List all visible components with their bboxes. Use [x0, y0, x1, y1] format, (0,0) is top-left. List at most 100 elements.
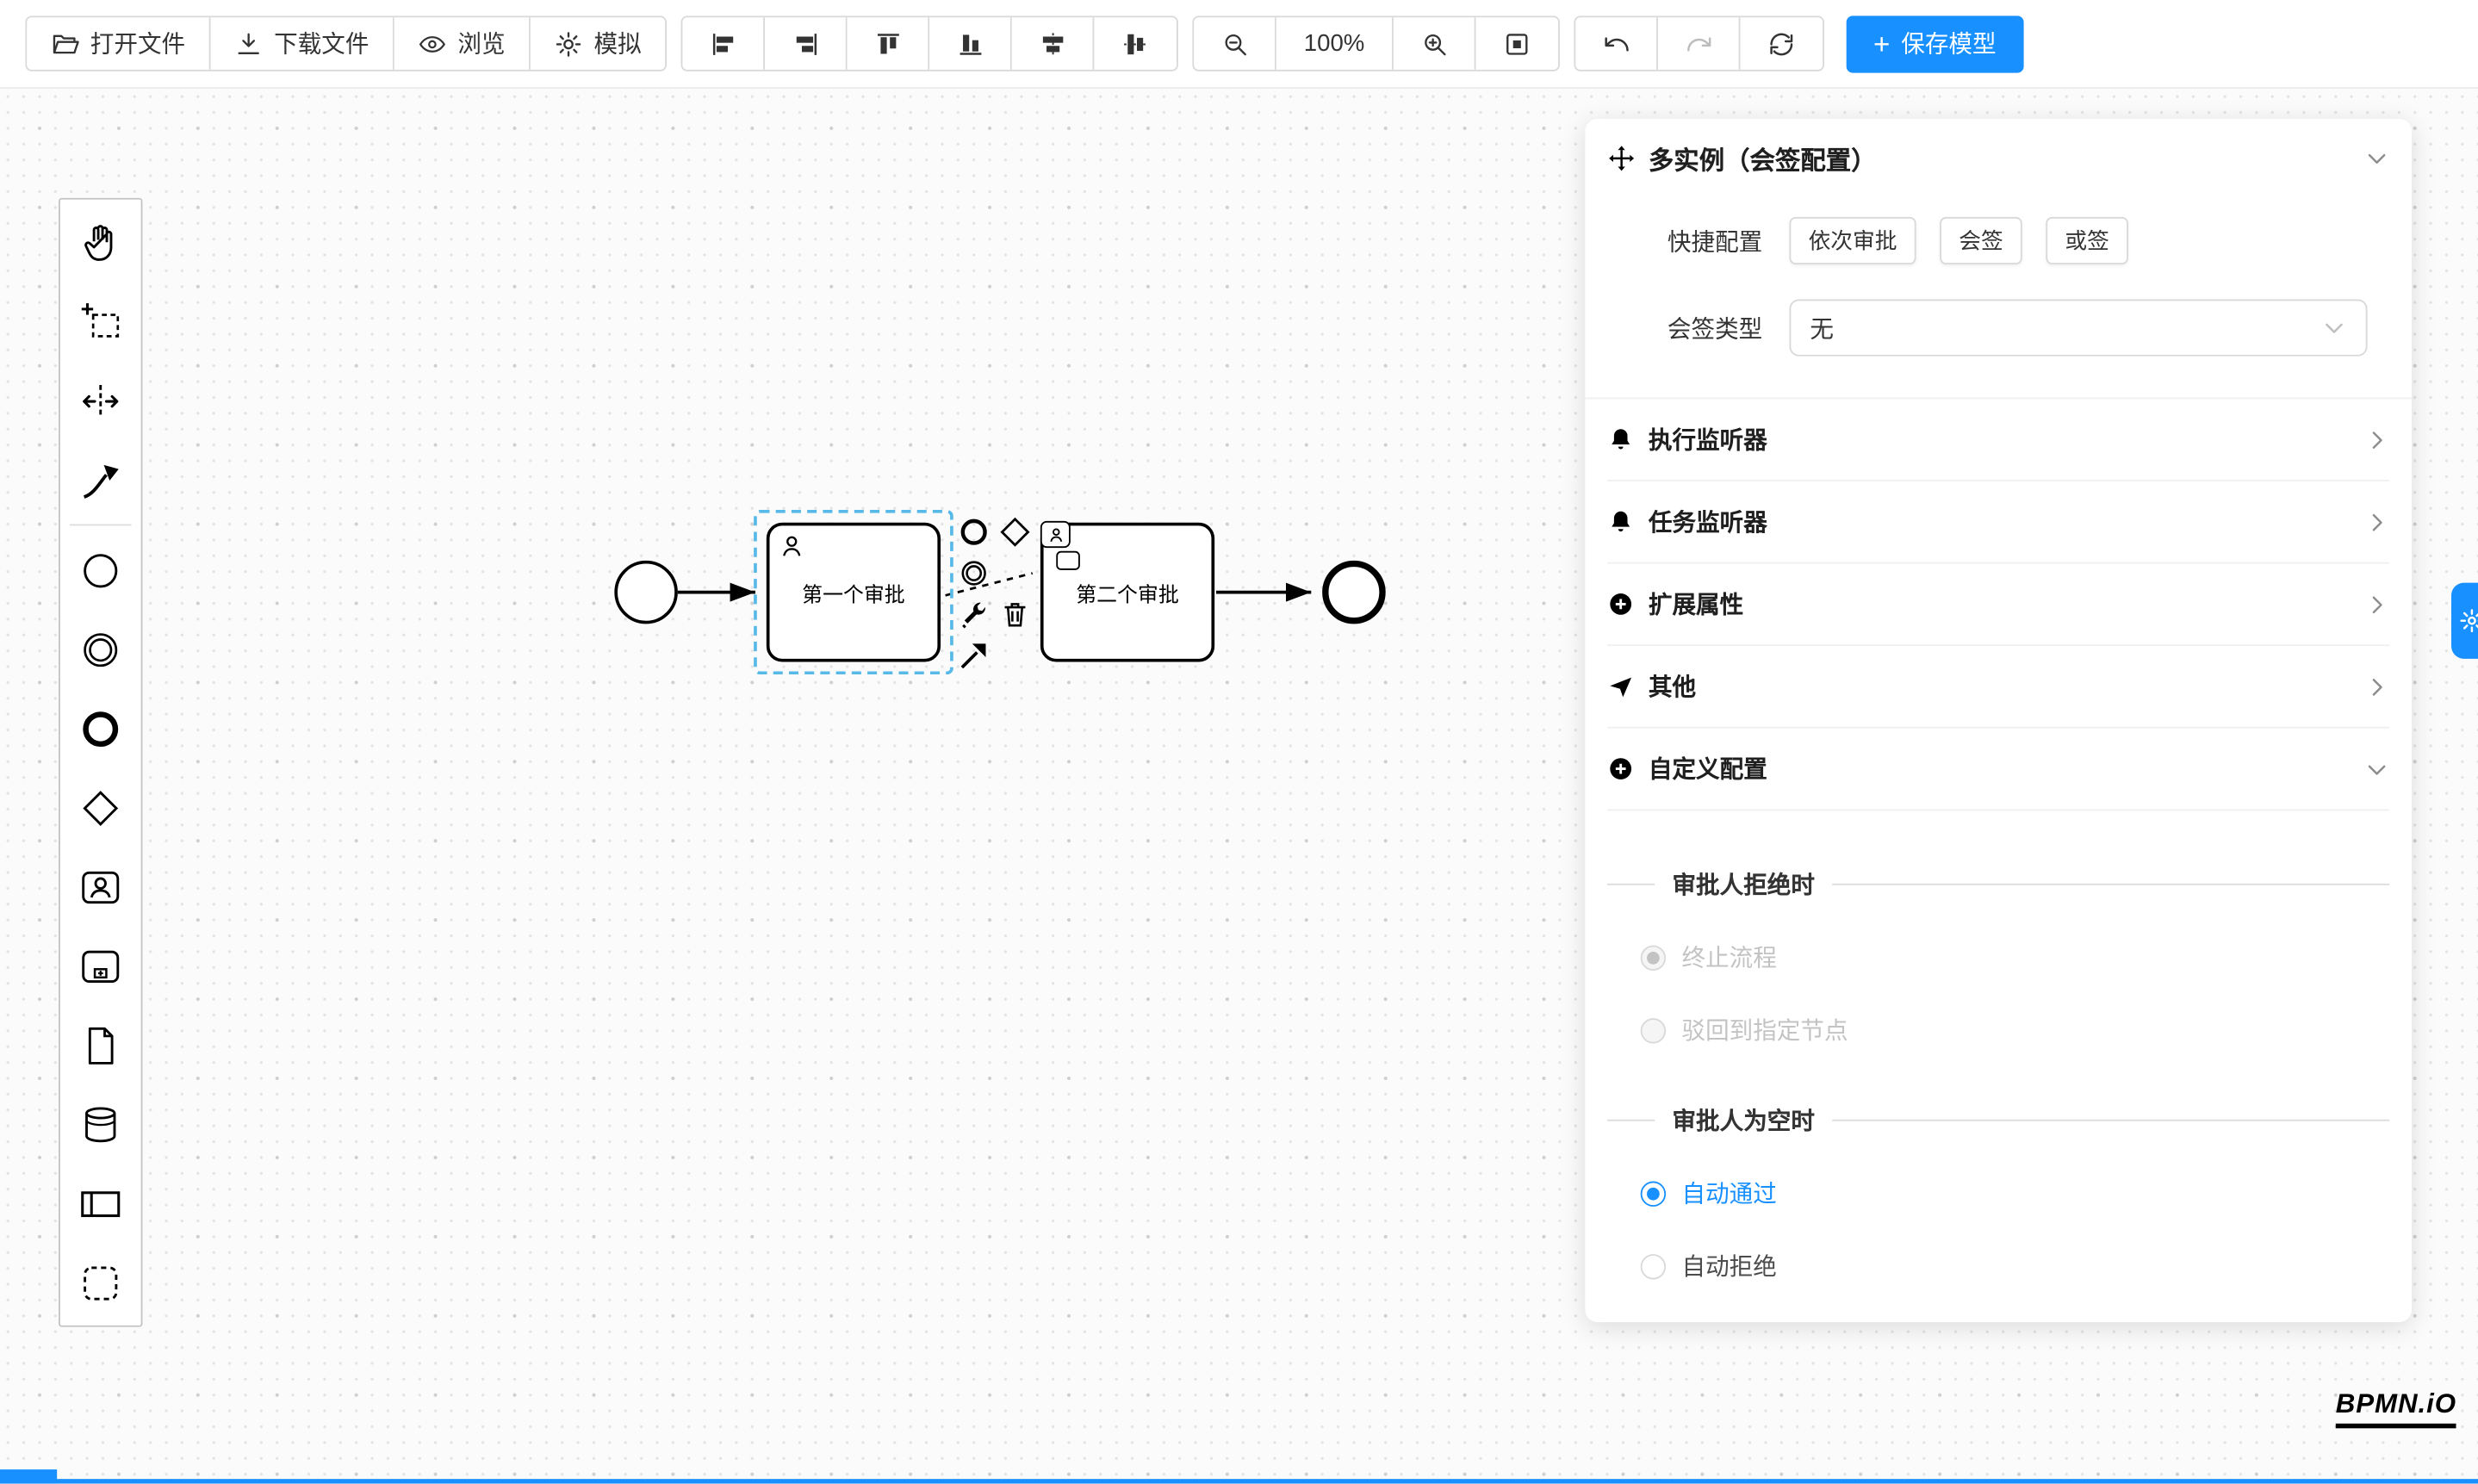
align-top-button[interactable] — [847, 17, 930, 70]
end-event[interactable] — [1322, 560, 1386, 624]
palette-create-intermediate-event[interactable] — [60, 610, 141, 689]
align-center-horizontal-button[interactable] — [1011, 17, 1095, 70]
radio-terminate-process[interactable]: 终止流程 — [1640, 941, 2390, 974]
radio-dot — [1640, 944, 1667, 971]
palette-create-user-task[interactable] — [60, 848, 141, 927]
palette-hand-tool[interactable] — [60, 202, 141, 282]
align-right-button[interactable] — [765, 17, 848, 70]
connect-tool-button[interactable] — [956, 638, 990, 672]
select-chevron-icon — [2326, 323, 2343, 333]
refresh-icon — [1770, 32, 1793, 55]
palette-create-group[interactable] — [60, 1243, 141, 1322]
preview-button[interactable]: 浏览 — [394, 17, 531, 70]
zoom-in-icon — [1424, 34, 1445, 55]
radio-auto-reject[interactable]: 自动拒绝 — [1640, 1250, 2390, 1283]
wrench-icon — [961, 601, 985, 628]
empty-divider-label: 审批人为空时 — [1672, 1108, 1815, 1136]
download-file-button[interactable]: 下载文件 — [210, 17, 394, 70]
history-controls-group — [1574, 16, 1825, 71]
palette-lasso-tool[interactable] — [60, 282, 141, 361]
palette-create-participant[interactable] — [60, 1164, 141, 1243]
radio-dot — [1640, 1253, 1667, 1279]
megaphone-icon — [1610, 677, 1632, 698]
multi-instance-header[interactable]: 多实例（会签配置） — [1607, 119, 2389, 198]
quick-option-countersign[interactable]: 会签 — [1940, 216, 2022, 265]
multi-instance-icon — [1609, 146, 1635, 171]
radio-return-to-node[interactable]: 驳回到指定节点 — [1640, 1014, 2390, 1047]
section-other[interactable]: 其他 — [1607, 646, 2390, 729]
append-intermediate-event-button[interactable] — [956, 556, 990, 589]
section-task-listener[interactable]: 任务监听器 — [1607, 481, 2390, 564]
user-task-first-approval[interactable]: 第一个审批 — [766, 522, 941, 662]
bell-icon — [1612, 429, 1630, 450]
download-file-label: 下载文件 — [274, 31, 370, 59]
palette-create-subprocess[interactable] — [60, 927, 141, 1006]
context-pad — [956, 515, 1030, 680]
fit-viewport-button[interactable] — [1475, 17, 1559, 70]
radio-auto-pass[interactable]: 自动通过 — [1640, 1177, 2390, 1210]
palette-create-data-object[interactable] — [60, 1005, 141, 1084]
delete-button[interactable] — [997, 597, 1031, 630]
sign-type-value: 无 — [1810, 315, 1835, 344]
user-task-palette-icon — [82, 870, 120, 903]
quick-option-or-sign[interactable]: 或签 — [2046, 216, 2128, 265]
bell-icon — [1612, 511, 1630, 532]
palette-space-tool[interactable] — [60, 361, 141, 440]
sign-type-select[interactable]: 无 — [1789, 299, 2368, 357]
append-gateway-button[interactable] — [997, 515, 1031, 549]
sign-type-label: 会签类型 — [1667, 315, 1763, 344]
palette-create-data-store[interactable] — [60, 1084, 141, 1164]
align-bottom-button[interactable] — [929, 17, 1012, 70]
section-extended-properties[interactable]: 扩展属性 — [1607, 564, 2390, 647]
redo-button[interactable] — [1658, 17, 1741, 70]
global-connect-icon — [83, 463, 119, 498]
palette-create-end-event[interactable] — [60, 689, 141, 768]
bottom-left-accent — [0, 1469, 58, 1484]
palette-global-connect-tool[interactable] — [60, 440, 141, 519]
radio-dot — [1640, 1180, 1667, 1207]
align-middle-vertical-button[interactable] — [1094, 17, 1177, 70]
change-type-button[interactable] — [956, 597, 990, 630]
file-actions-group: 打开文件 下载文件 浏览 模拟 — [25, 16, 668, 71]
gear-icon — [2460, 609, 2478, 633]
quick-config-row: 快捷配置 依次审批 会签 或签 — [1607, 216, 2389, 265]
append-end-event-icon — [960, 518, 986, 544]
align-left-button[interactable] — [682, 17, 766, 70]
redo-icon — [1686, 36, 1711, 51]
zoom-out-button[interactable] — [1194, 17, 1276, 70]
open-file-label: 打开文件 — [90, 31, 186, 59]
append-end-event-button[interactable] — [956, 515, 990, 549]
section-execution-listener[interactable]: 执行监听器 — [1607, 399, 2390, 481]
palette-create-start-event[interactable] — [60, 531, 141, 610]
plus-icon: + — [1873, 28, 1891, 59]
zoom-controls-group: 100% — [1192, 16, 1561, 71]
refresh-button[interactable] — [1740, 17, 1823, 70]
download-icon — [238, 32, 259, 54]
palette-separator — [69, 524, 132, 526]
simulate-button[interactable]: 模拟 — [530, 17, 666, 70]
start-event[interactable] — [614, 560, 678, 624]
palette-create-gateway[interactable] — [60, 768, 141, 848]
undo-button[interactable] — [1575, 17, 1659, 70]
start-event-icon — [84, 553, 118, 587]
open-file-button[interactable]: 打开文件 — [27, 17, 211, 70]
user-task-second-approval[interactable]: 第二个审批 — [1040, 520, 1215, 662]
settings-tab[interactable] — [2450, 582, 2478, 659]
data-object-icon — [88, 1026, 114, 1064]
folder-open-icon — [53, 34, 79, 53]
trash-icon — [1003, 602, 1025, 626]
zoom-in-button[interactable] — [1393, 17, 1476, 70]
section-custom-config[interactable]: 自定义配置 — [1607, 729, 2390, 811]
task2-label: 第二个审批 — [1076, 581, 1179, 606]
quick-option-sequential[interactable]: 依次审批 — [1789, 216, 1916, 265]
toolbar: 打开文件 下载文件 浏览 模拟 — [0, 0, 2478, 89]
divider — [1585, 397, 2413, 400]
reject-divider: 审批人拒绝时 — [1607, 867, 2390, 901]
user-icon — [1049, 527, 1062, 542]
save-model-label: 保存模型 — [1901, 31, 1997, 59]
group-icon — [84, 1265, 118, 1300]
save-model-button[interactable]: + 保存模型 — [1846, 15, 2023, 72]
subprocess-icon — [82, 949, 120, 983]
chevron-right-icon — [2372, 595, 2382, 613]
gear-icon — [556, 31, 581, 56]
